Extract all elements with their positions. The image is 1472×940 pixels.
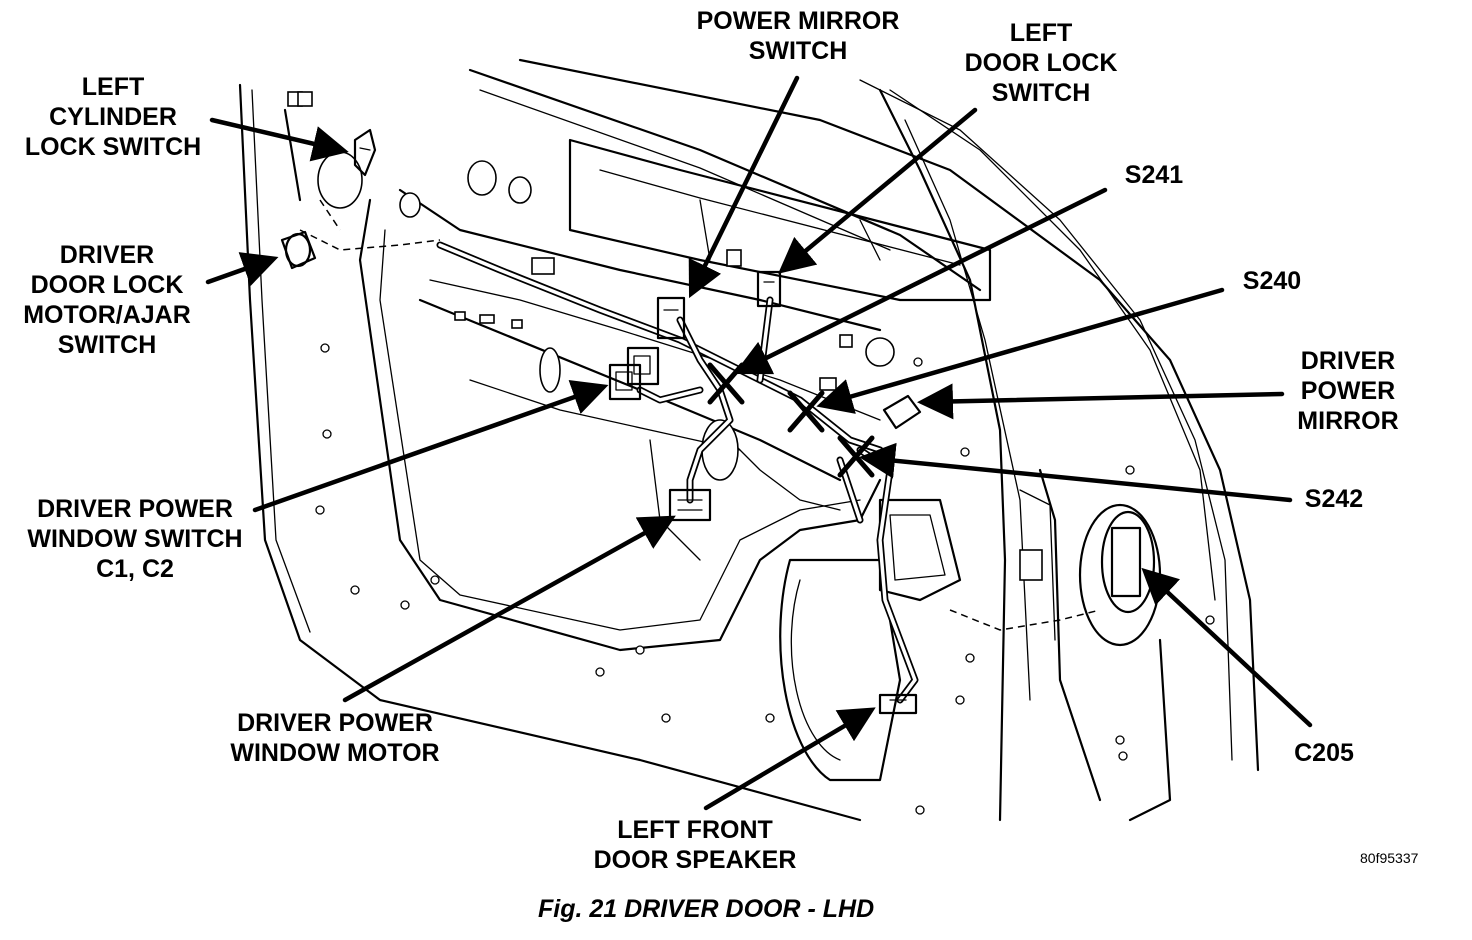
label-c205: C205 (1280, 738, 1368, 768)
label-line: CYLINDER (49, 103, 177, 131)
panel-dots (315, 343, 1215, 815)
label-driver-power-window-motor: DRIVER POWER WINDOW MOTOR (210, 708, 460, 768)
label-driver-power-mirror: DRIVER POWER MIRROR (1286, 346, 1410, 436)
label-line: DOOR SPEAKER (593, 846, 797, 874)
label-line: DRIVER POWER (37, 495, 233, 523)
label-line: POWER (1300, 377, 1396, 405)
label-line: C1, C2 (96, 555, 174, 583)
label-line: LOCK SWITCH (24, 133, 202, 161)
label-line: LEFT FRONT (617, 816, 773, 844)
label-line: C205 (1294, 739, 1354, 767)
door-frame (238, 58, 1260, 822)
label-s242: S242 (1292, 484, 1376, 514)
label-line: WINDOW SWITCH (27, 525, 243, 553)
label-left-door-lock-switch: LEFT DOOR LOCK SWITCH (950, 18, 1132, 108)
label-left-front-door-speaker: LEFT FRONT DOOR SPEAKER (572, 815, 818, 875)
speaker-connector (878, 693, 918, 715)
window-switch-connectors (608, 346, 660, 401)
mirror-switch-connector (656, 296, 686, 340)
lock-switch-connector (756, 270, 782, 308)
label-line: POWER MIRROR (696, 7, 900, 35)
label-driver-door-lock-motor: DRIVER DOOR LOCK MOTOR/AJAR SWITCH (10, 240, 204, 360)
label-line: DOOR LOCK (964, 49, 1118, 77)
label-line: S241 (1124, 161, 1184, 189)
figure-caption: Fig. 21 DRIVER DOOR - LHD (538, 895, 875, 923)
label-s241: S241 (1112, 160, 1196, 190)
label-left-cylinder-lock-switch: LEFT CYLINDER LOCK SWITCH (10, 72, 216, 162)
label-driver-power-window-switch: DRIVER POWER WINDOW SWITCH C1, C2 (10, 494, 260, 584)
label-power-mirror-switch: POWER MIRROR SWITCH (680, 6, 916, 66)
window-motor-connector (668, 488, 712, 522)
label-line: DRIVER POWER (237, 709, 433, 737)
label-line: LEFT (1009, 19, 1073, 47)
figure-code: 80f95337 (1360, 850, 1419, 866)
leader-arrows (205, 75, 1313, 811)
panel-holes (287, 91, 1043, 581)
label-line: S240 (1242, 267, 1302, 295)
cylinder-lock-switch-part (353, 128, 377, 177)
label-s240: S240 (1230, 266, 1314, 296)
label-line: DOOR LOCK (30, 271, 184, 299)
label-line: WINDOW MOTOR (230, 739, 440, 767)
label-line: S242 (1304, 485, 1364, 513)
door-lock-motor-part (280, 230, 317, 270)
label-line: MOTOR/AJAR (23, 301, 191, 329)
mirror-connector (882, 394, 922, 430)
label-line: SWITCH (57, 331, 157, 359)
label-line: SWITCH (991, 79, 1091, 107)
inner-panel (358, 188, 962, 782)
label-line: MIRROR (1297, 407, 1399, 435)
label-line: DRIVER (59, 241, 155, 269)
label-line: DRIVER (1300, 347, 1396, 375)
label-line: LEFT (81, 73, 145, 101)
label-line: SWITCH (748, 37, 848, 65)
